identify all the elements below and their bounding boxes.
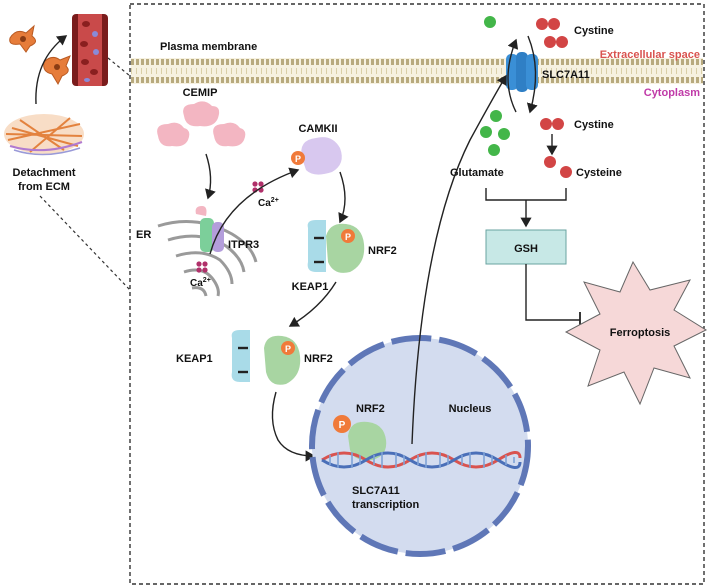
cemip-label: CEMIP [183,87,218,99]
camkii-protein-icon [301,137,342,175]
nrf2-phospho-label-upper: P [345,232,351,242]
nrf2-phospho-icon-upper [341,229,355,243]
ferroptosis-star [564,260,708,406]
er-organelle-icon [157,220,258,297]
keap1-nrf2-complex-icon [307,220,365,273]
transcription-label-line1: SLC7A11 [352,485,400,497]
cemip-to-itpr3-arrow [205,153,216,200]
slc7a11-expression-arrow [411,74,507,445]
keap1-label-lower: KEAP1 [176,353,213,365]
dna-helix-icon [321,451,522,469]
cystine-out-label: Cystine [574,25,614,37]
nrf2-phospho-icon-lower [281,341,295,355]
detachment-label-line1: Detachment [13,167,76,179]
zoom-line-bottom [39,195,131,291]
cysteine-molecule [544,156,572,178]
ecm-fibers-icon [4,114,84,156]
nrf2-phospho-icon-nuclear [333,415,351,433]
nrf2-protein-icon [264,335,301,385]
calcium-ion-icon-er [196,261,208,273]
camkii-label: CAMKII [298,123,337,135]
ca-er-label: Ca2+ [190,277,211,289]
nucleus-label: Nucleus [449,403,492,415]
glutamate-export-arrow [507,38,519,113]
cell-icons [9,24,71,86]
transcription-label-line2: transcription [352,499,420,511]
nrf2-label-nuclear: NRF2 [356,403,385,415]
cysteine-label: Cysteine [576,167,622,179]
ferroptosis-label: Ferroptosis [610,327,671,339]
zoom-line-top [107,57,131,77]
nrf2-label-lower: NRF2 [304,353,333,365]
camkii-phospho-icon [291,151,305,165]
dissociation-arrow [288,281,337,327]
ca-release-arrow [209,167,300,255]
itpr3-label: ITPR3 [228,239,259,251]
camkii-phospho-label: P [295,154,301,164]
slc7a11-transporter-icon [506,52,538,92]
er-label: ER [136,229,151,241]
cemip-protein-icon [157,101,246,147]
detachment-label-line2: from ECM [18,181,70,193]
plasma-membrane-label: Plasma membrane [160,41,257,53]
plasma-membrane [131,58,703,84]
nrf2-label-upper: NRF2 [368,245,397,257]
cystine-in-label: Cystine [574,119,614,131]
gsh-label: GSH [514,243,538,255]
nrf2-nuclear-translocation-arrow [271,391,316,462]
glutamate-molecules-in [480,110,510,156]
cytoplasm-label: Cytoplasm [644,87,700,99]
keap1-label-upper: KEAP1 [292,281,329,293]
glutamate-label: Glutamate [450,167,504,179]
nrf2-nuclear-icon [348,421,387,461]
cell-frame [129,3,705,585]
itpr3-channel-icon [195,206,224,252]
cystine-import-arrow [526,35,538,114]
slc7a11-label: SLC7A11 [542,69,590,81]
blood-vessel-icon [72,14,108,86]
cystine-molecules-out [536,18,568,48]
keap1-protein-icon [231,330,250,382]
detachment-arrow [35,35,68,105]
nrf2-phospho-label-nuclear: P [339,420,346,431]
glutamate-molecule-out [484,16,496,28]
gsh-inhibition-line [525,264,580,321]
cystine-molecule-in [540,118,564,130]
camkii-to-nrf2-arrow [338,171,349,224]
ca-cyto-label: Ca2+ [258,197,279,209]
nucleus-icon [309,335,531,557]
gsh-merge-bracket [485,188,567,201]
nrf2-phospho-label-lower: P [285,344,291,354]
gsh-box [485,229,567,265]
extracellular-label: Extracellular space [600,49,700,61]
